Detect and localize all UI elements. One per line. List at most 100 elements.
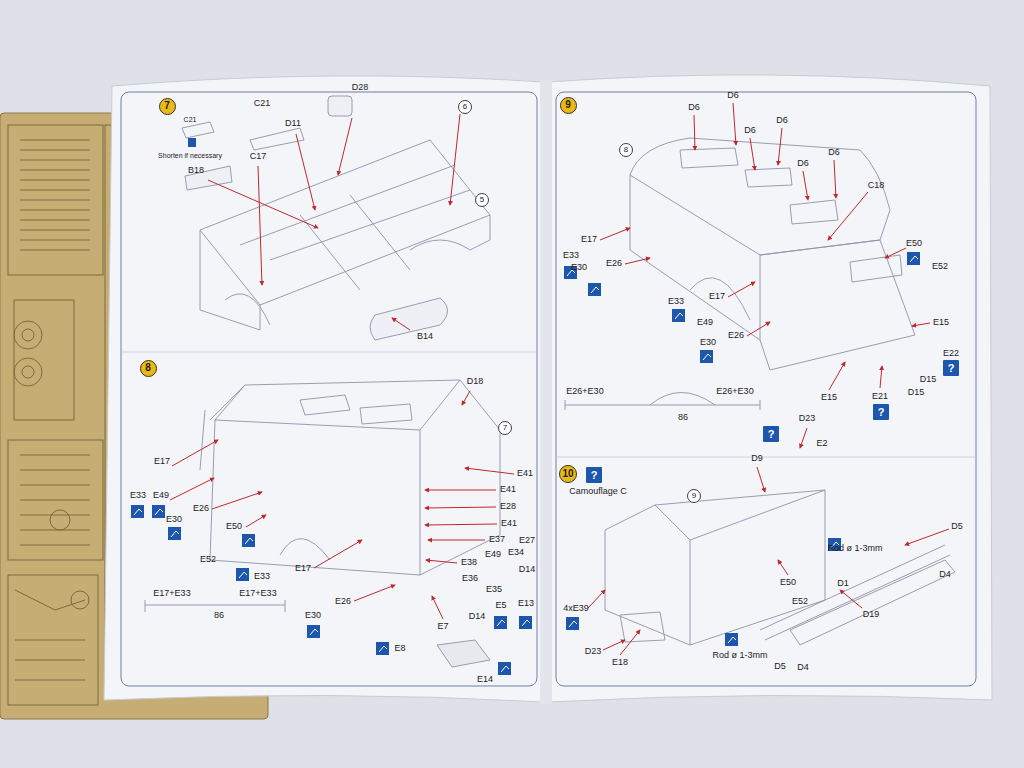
part-label: E52 [200,555,216,564]
part-label: E26 [728,331,744,340]
part-label: D23 [799,414,816,423]
leader-arrow [354,585,395,601]
part-label: D14 [519,565,536,574]
step-number: 9 [560,97,577,114]
node-text: 8 [145,363,151,373]
leader-arrow [296,134,315,210]
part-label: E30 [305,611,321,620]
part-label: E26+E30 [716,387,753,396]
part-label: E22 [943,349,959,358]
part-label: E26 [606,259,622,268]
leader-arrow [170,478,214,500]
part-label: E18 [612,658,628,667]
reference-circle: 9 [687,489,701,503]
leader-arrow [425,507,496,508]
leader-arrow [829,362,845,390]
leader-arrow [694,115,695,150]
part-label: D5 [951,522,963,531]
part-label: E41 [517,469,533,478]
part-label: E50 [226,522,242,531]
leader-arrow [800,428,807,448]
part-label: D5 [774,662,786,671]
part-label: E49 [697,318,713,327]
node-text: 10 [562,469,573,479]
query-box: ? [586,467,602,483]
part-label: C21 [184,116,197,123]
part-label: D15 [920,375,937,384]
leader-arrow [747,322,770,336]
part-label: D6 [828,148,840,157]
part-label: E17 [709,292,725,301]
part-label: E26+E30 [566,387,603,396]
part-label: E17+E33 [239,589,276,598]
part-label: D6 [727,91,739,100]
part-label: D9 [751,454,763,463]
part-label: D6 [744,126,756,135]
reference-circle: 8 [619,143,633,157]
part-label: E41 [500,485,516,494]
booklet-pages [104,75,992,704]
leader-arrow [425,524,497,525]
part-label: D15 [908,388,925,397]
part-label: D14 [469,612,486,621]
leader-arrow [912,323,930,326]
query-box: ? [763,426,779,442]
part-label: E30 [166,515,182,524]
part-label: E50 [906,239,922,248]
part-label: E49 [485,550,501,559]
node-text: 6 [463,103,467,111]
leader-arrow [840,590,862,608]
part-label: E50 [780,578,796,587]
leader-arrow [620,630,640,655]
leader-arrow [834,160,836,198]
leader-arrow [603,640,625,650]
leader-arrow [600,228,630,240]
part-label: E33 [254,572,270,581]
part-label: E13 [518,599,534,608]
part-label: E28 [500,502,516,511]
part-label: D19 [863,610,880,619]
leader-arrow [258,166,262,285]
part-label: D1 [837,579,849,588]
query-box: ? [873,404,889,420]
assembly-icons [131,252,920,675]
part-label: E17 [295,564,311,573]
leader-arrow [428,540,485,541]
part-label: E15 [933,318,949,327]
part-label: 86 [678,413,688,422]
part-label: E17+E33 [153,589,190,598]
leader-arrow [450,114,460,205]
reference-circle: 5 [475,193,489,207]
node-text: 5 [480,196,484,204]
leader-arrow [246,515,266,527]
leader-arrow [750,138,755,170]
leader-arrow [426,560,457,563]
leader-arrow [625,258,650,264]
part-label: E5 [495,601,506,610]
node-text: 9 [692,492,696,500]
part-label: Rod ø 1-3mm [827,544,882,553]
node-text: 7 [164,101,170,111]
leader-arrow [828,192,868,240]
part-label: Shorten if necessary [158,152,222,159]
node-text: ? [948,363,955,374]
part-label: E26 [335,597,351,606]
part-label: D11 [285,119,301,128]
leader-arrow [778,128,782,165]
part-label: E33 [563,251,579,260]
reference-circle: 7 [498,421,512,435]
part-label: C18 [868,181,885,190]
part-label: Rod ø 1-3mm [712,651,767,660]
part-label: 4xE39 [563,604,589,613]
part-label: E30 [700,338,716,347]
leader-arrow [392,318,410,330]
part-label: E52 [792,597,808,606]
part-label: B18 [188,166,204,175]
node-text: ? [591,470,598,481]
query-box: ? [943,360,959,376]
part-label: E21 [872,392,888,401]
part-label: E26 [193,504,209,513]
